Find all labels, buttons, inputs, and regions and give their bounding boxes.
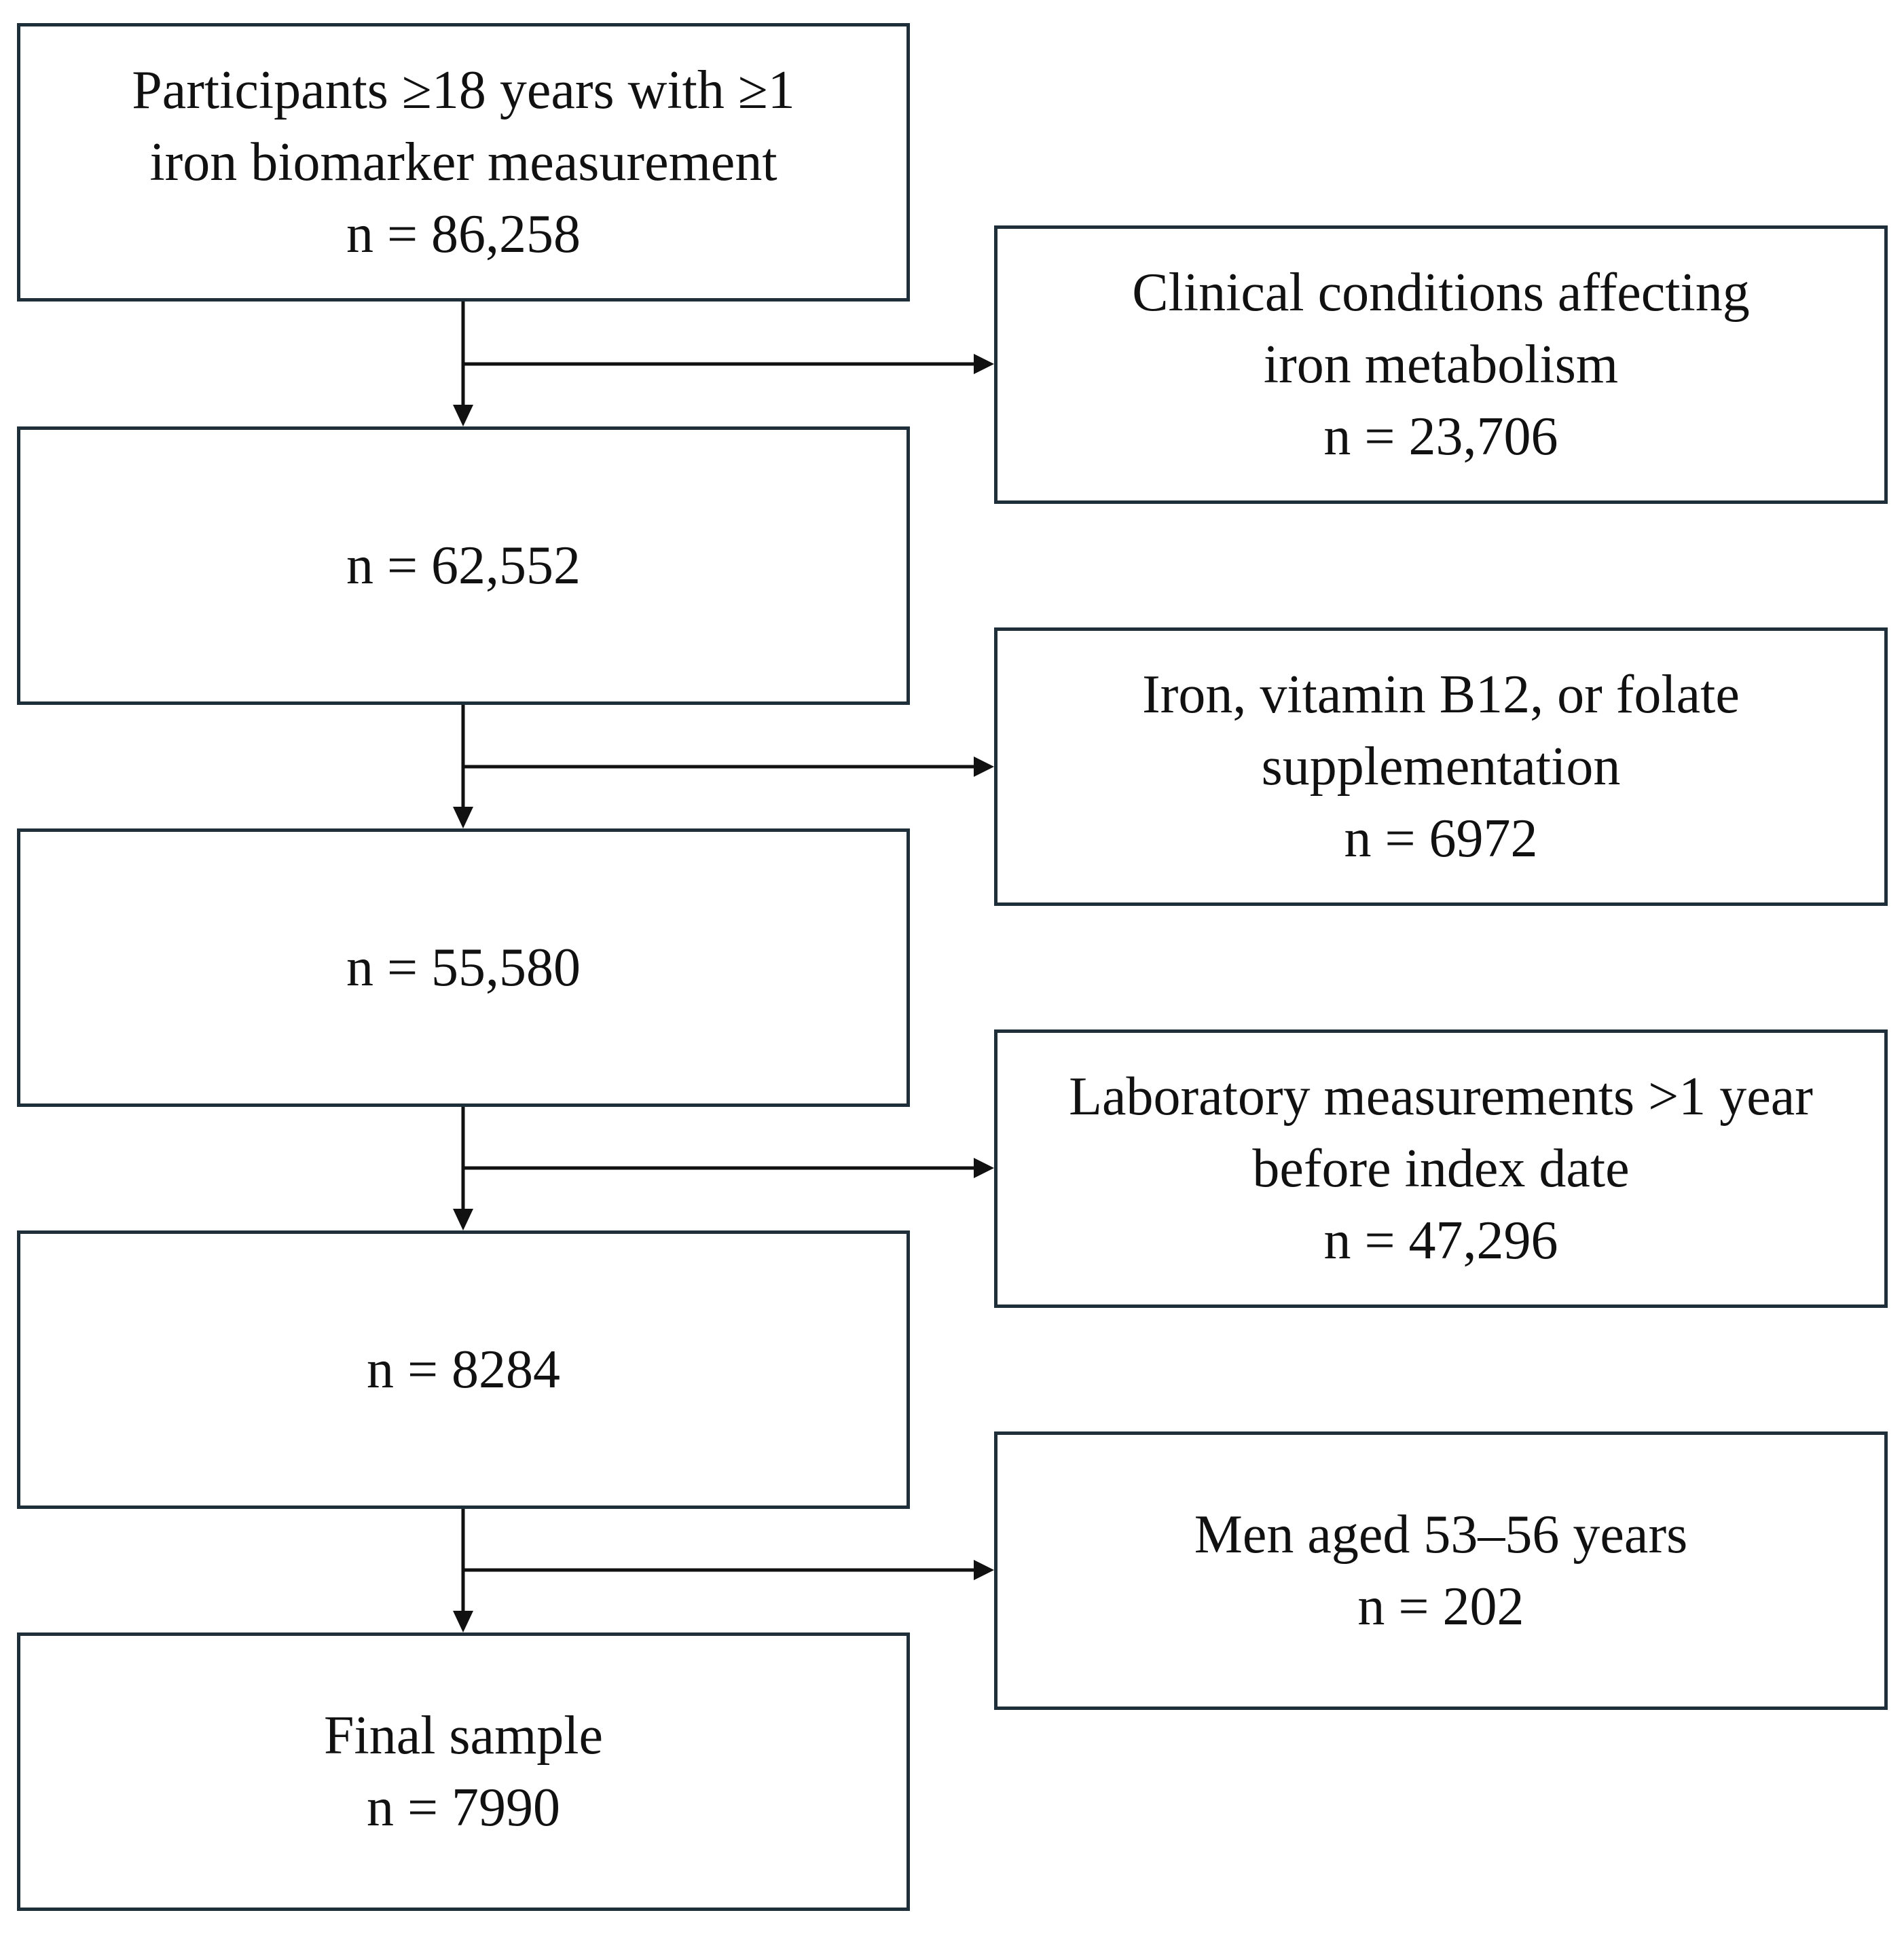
step-5-line-2: n = 7990 <box>366 1778 561 1838</box>
step-2-line-1: n = 62,552 <box>346 536 581 596</box>
step-box-3: n = 55,580 <box>17 828 910 1107</box>
exclusion-box-2-text: Iron, vitamin B12, or folate supplementa… <box>1142 659 1740 875</box>
step-box-2: n = 62,552 <box>17 426 910 705</box>
step-1-line-2: iron biomarker measurement <box>149 132 777 192</box>
exclusion-2-line-2: supplementation <box>1261 737 1621 797</box>
step-3-line-1: n = 55,580 <box>346 938 581 998</box>
exclusion-2-line-1: Iron, vitamin B12, or folate <box>1142 665 1740 725</box>
step-1-line-3: n = 86,258 <box>346 204 581 264</box>
exclusion-box-laboratory-measurements: Laboratory measurements >1 year before i… <box>994 1029 1888 1308</box>
exclusion-4-line-2: n = 202 <box>1357 1577 1524 1637</box>
down-arrow-3-head <box>453 1209 473 1230</box>
down-arrow-1-head <box>453 405 473 426</box>
exclusion-4-line-1: Men aged 53–56 years <box>1194 1505 1688 1565</box>
exclusion-3-line-1: Laboratory measurements >1 year <box>1069 1067 1813 1127</box>
down-arrow-2-head <box>453 807 473 828</box>
step-box-final-sample: Final sample n = 7990 <box>17 1632 910 1911</box>
exclusion-2-line-3: n = 6972 <box>1344 809 1538 869</box>
step-1-line-1: Participants ≥18 years with ≥1 <box>132 60 795 120</box>
down-arrow-4-head <box>453 1611 473 1632</box>
step-box-initial: Participants ≥18 years with ≥1 iron biom… <box>17 23 910 302</box>
step-box-3-text: n = 55,580 <box>346 932 581 1004</box>
exclusion-box-men-aged: Men aged 53–56 years n = 202 <box>994 1431 1888 1710</box>
side-arrow-2-head <box>974 756 994 777</box>
exclusion-3-line-3: n = 47,296 <box>1323 1211 1558 1271</box>
step-box-final-sample-text: Final sample n = 7990 <box>324 1700 603 1844</box>
exclusion-box-clinical-conditions: Clinical conditions affecting iron metab… <box>994 225 1888 504</box>
exclusion-1-line-1: Clinical conditions affecting <box>1132 263 1750 323</box>
step-box-2-text: n = 62,552 <box>346 530 581 602</box>
exclusion-box-1-text: Clinical conditions affecting iron metab… <box>1132 257 1749 473</box>
exclusion-box-3-text: Laboratory measurements >1 year before i… <box>1069 1061 1813 1277</box>
step-4-line-1: n = 8284 <box>366 1340 561 1400</box>
exclusion-box-4-text: Men aged 53–56 years n = 202 <box>1194 1499 1687 1643</box>
step-5-line-1: Final sample <box>323 1706 604 1766</box>
step-box-4-text: n = 8284 <box>367 1334 560 1406</box>
side-arrow-4-head <box>974 1560 994 1580</box>
step-box-initial-text: Participants ≥18 years with ≥1 iron biom… <box>132 54 795 270</box>
exclusion-box-supplementation: Iron, vitamin B12, or folate supplementa… <box>994 627 1888 906</box>
exclusion-3-line-2: before index date <box>1252 1139 1630 1199</box>
step-box-4: n = 8284 <box>17 1230 910 1509</box>
exclusion-1-line-2: iron metabolism <box>1263 335 1619 395</box>
side-arrow-3-head <box>974 1158 994 1178</box>
side-arrow-1-head <box>974 354 994 374</box>
exclusion-1-line-3: n = 23,706 <box>1323 407 1558 467</box>
